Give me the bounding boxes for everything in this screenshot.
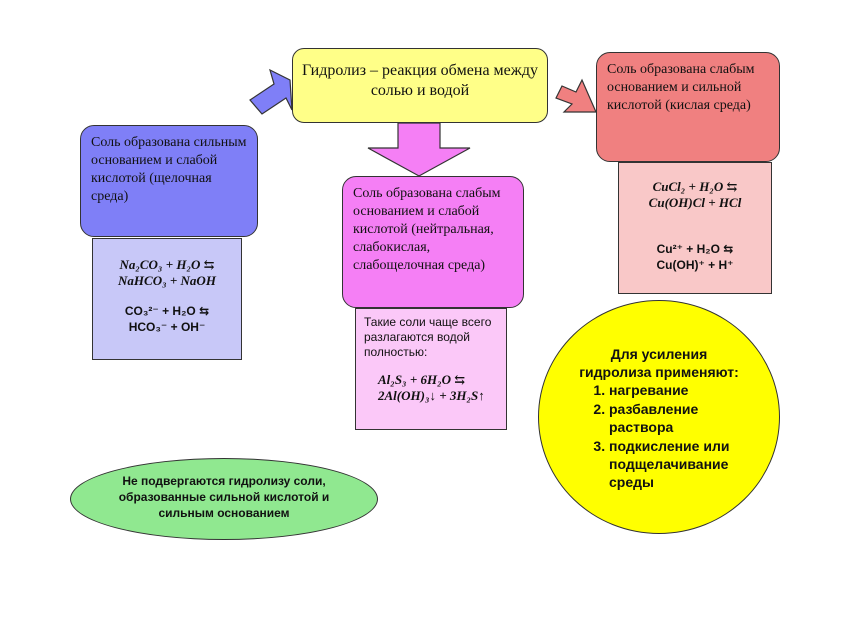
right-eq1-line1: CuCl₂ + H₂O ⇆ bbox=[652, 179, 738, 194]
no-hydrolysis-ellipse: Не подвергаются гидролизу соли, образова… bbox=[70, 458, 378, 540]
left-eq1-line1: Na₂CO₃ + H₂O ⇆ bbox=[119, 257, 215, 272]
left-eq2-line1: CO₃²⁻ + H₂O ⇆ bbox=[124, 304, 210, 318]
right-eq2-line2: Cu(OH)⁺ + H⁺ bbox=[656, 258, 734, 272]
arrow-right-icon bbox=[555, 78, 597, 113]
enhance-item: нагревание bbox=[609, 381, 749, 399]
no-hydrolysis-text: Не подвергаются гидролизу соли, образова… bbox=[118, 474, 330, 520]
enhance-item: разбавление раствора bbox=[609, 400, 719, 436]
diagram-title: Гидролиз – реакция обмена между солью и … bbox=[292, 48, 548, 123]
enhance-list: нагревание разбавление раствора подкисле… bbox=[587, 381, 749, 492]
left-equations-box: Na₂CO₃ + H₂O ⇆ NaHCO₃ + NaOH CO₃²⁻ + H₂O… bbox=[92, 238, 242, 360]
left-eq1-line2: NaHCO₃ + NaOH bbox=[118, 273, 216, 288]
middle-eq1-line2: 2Al(OH)₃↓ + 3H₂S↑ bbox=[378, 388, 485, 403]
middle-heading-box: Соль образована слабым основанием и слаб… bbox=[342, 176, 524, 308]
left-eq2-line2: HCO₃⁻ + OH⁻ bbox=[128, 320, 206, 334]
middle-note: Такие соли чаще всего разлагаются водой … bbox=[364, 315, 492, 359]
enhance-item: подкисление или подщелачивание среды bbox=[609, 437, 749, 491]
enhance-hydrolysis-circle: Для усиления гидролиза применяют: нагрев… bbox=[538, 300, 780, 534]
right-heading-box: Соль образована слабым основанием и силь… bbox=[596, 52, 780, 162]
right-eq2-line1: Cu²⁺ + H₂O ⇆ bbox=[656, 242, 734, 256]
middle-eq1-line1: Al₂S₃ + 6H₂O ⇆ bbox=[378, 372, 466, 387]
right-eq1-line2: Cu(OH)Cl + HCl bbox=[648, 195, 742, 210]
arrow-left-icon bbox=[249, 68, 293, 115]
enhance-title: Для усиления гидролиза применяют: bbox=[579, 346, 739, 380]
left-heading-box: Соль образована сильным основанием и сла… bbox=[80, 125, 258, 237]
arrow-down-icon bbox=[367, 122, 471, 177]
middle-body-box: Такие соли чаще всего разлагаются водой … bbox=[355, 308, 507, 430]
right-equations-box: CuCl₂ + H₂O ⇆ Cu(OH)Cl + HCl Cu²⁺ + H₂O … bbox=[618, 162, 772, 294]
